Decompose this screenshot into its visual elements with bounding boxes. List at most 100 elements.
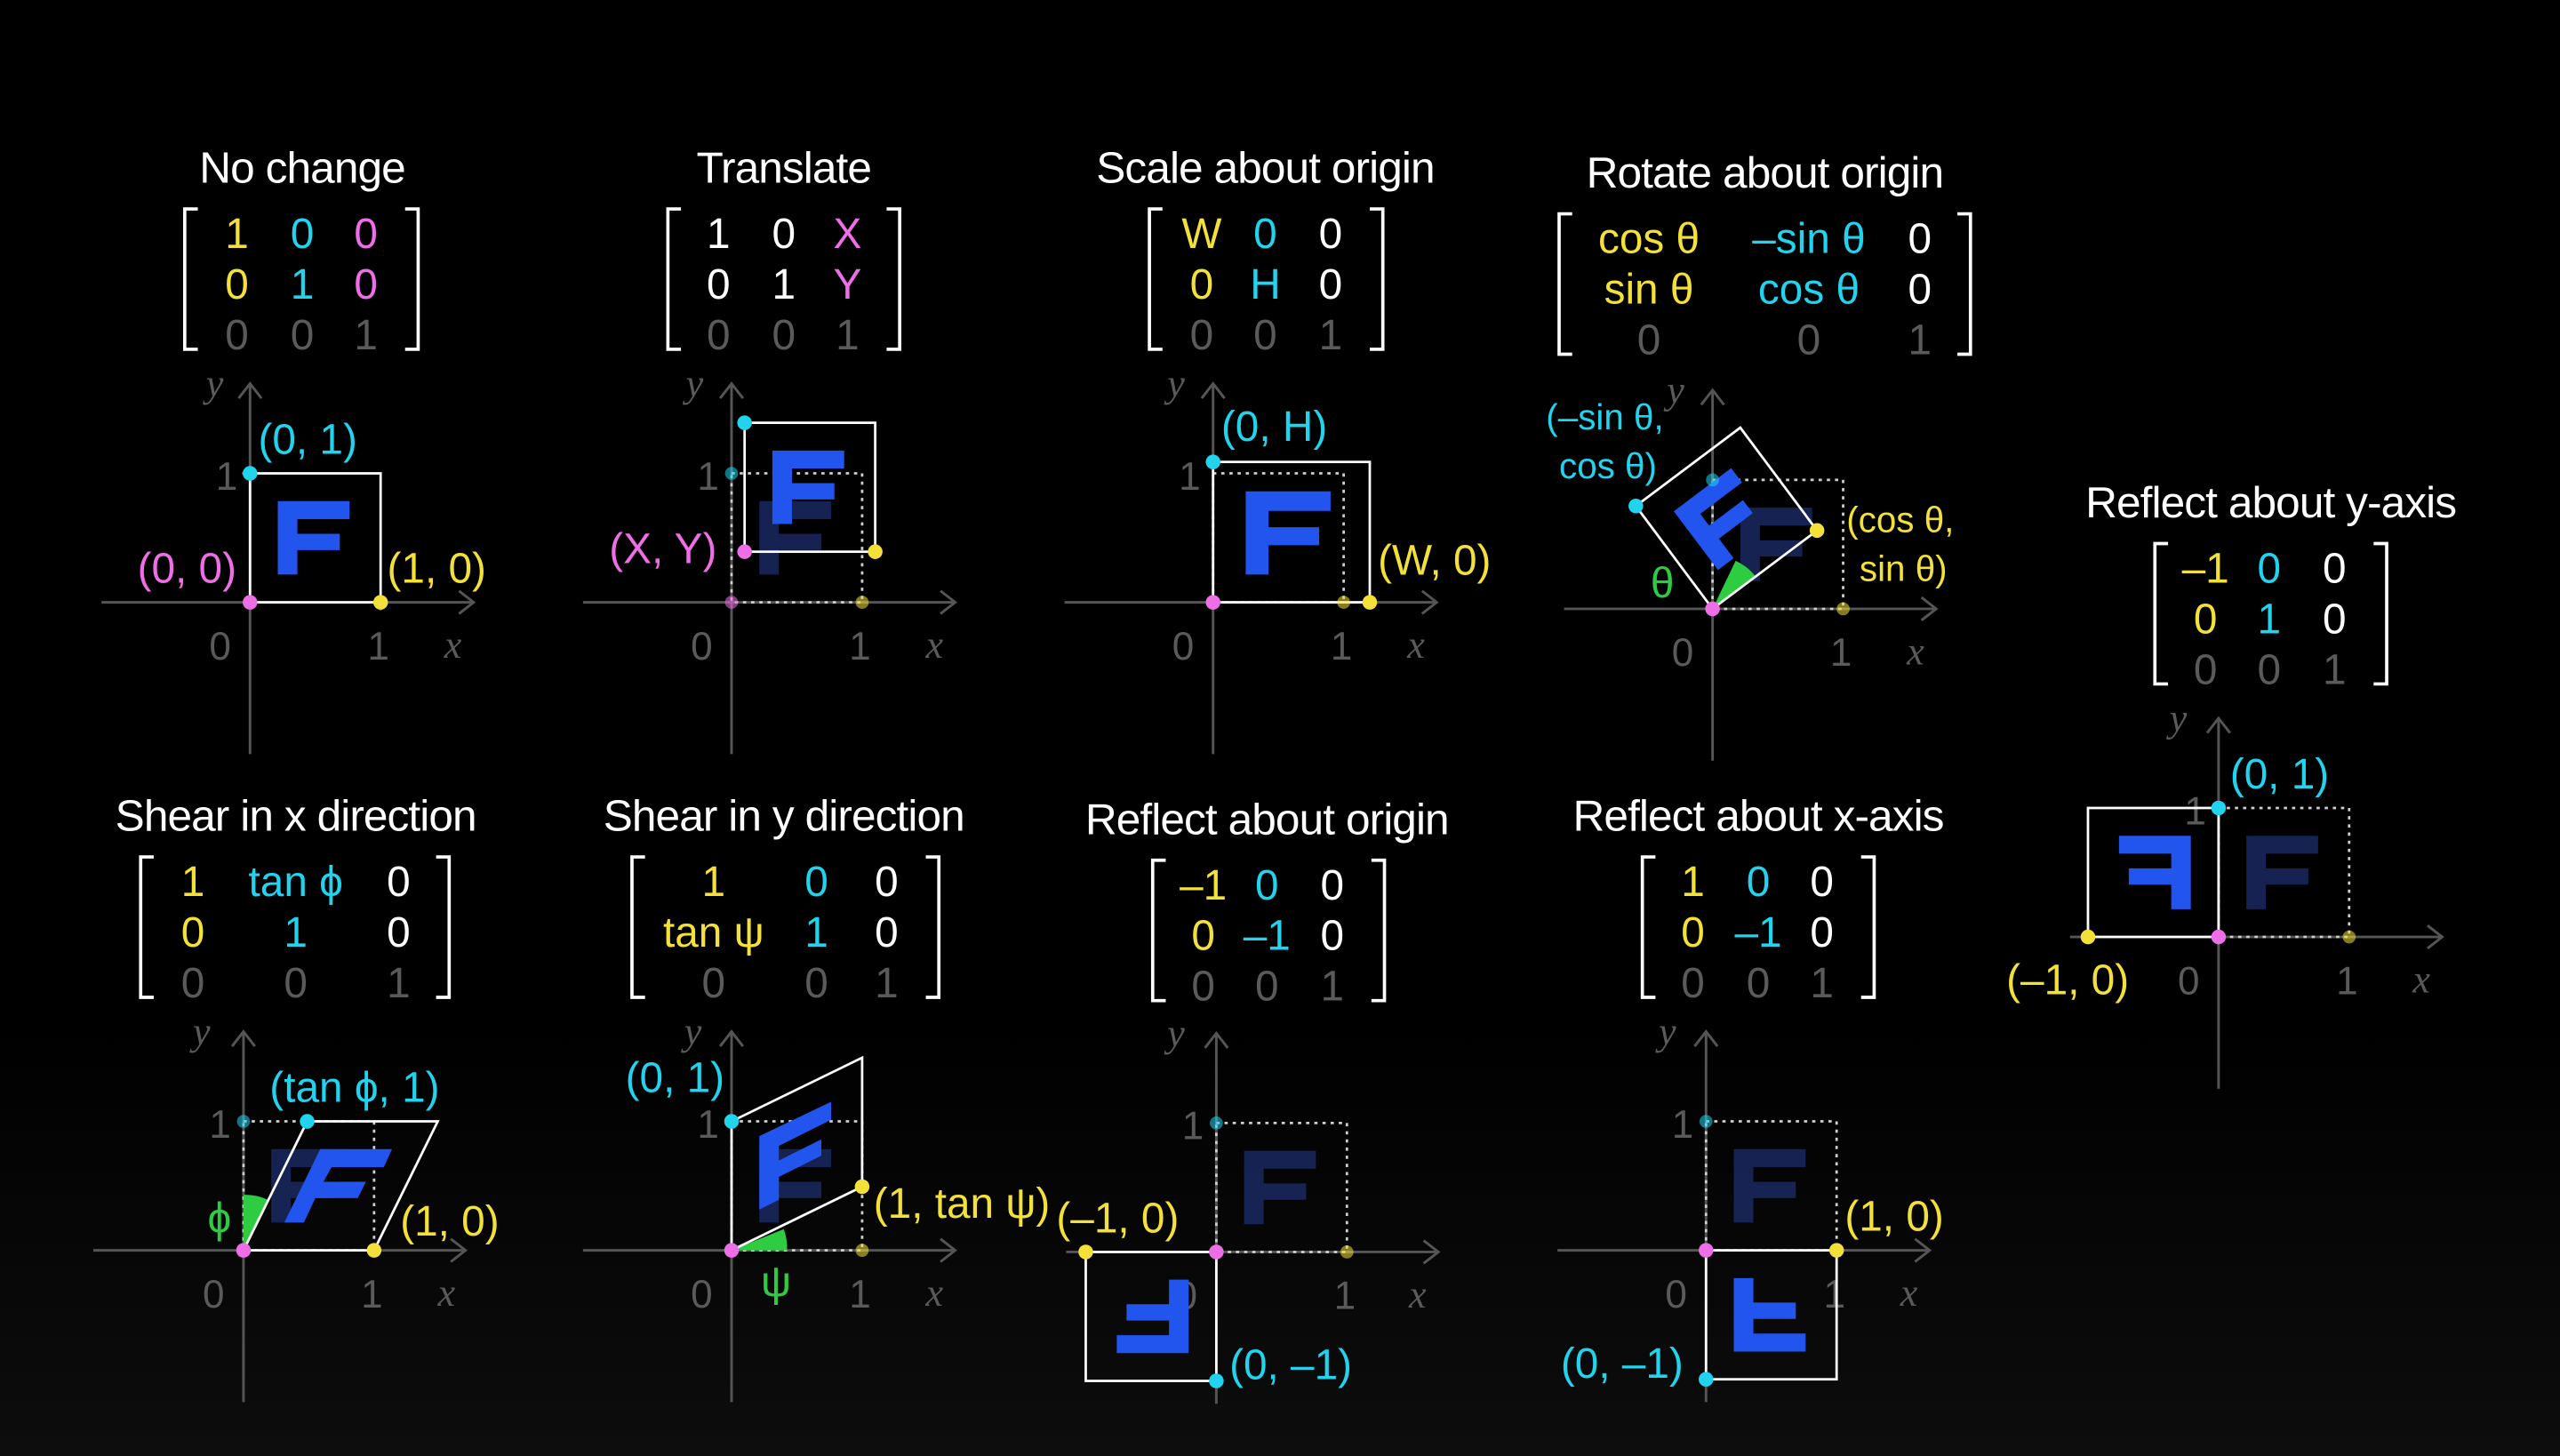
panel-scale: Scale about origin W 0 0 0 H 0 0 0 1 y x… [1064,143,1491,755]
letter-f-shape [1245,491,1331,575]
tick-label: 1 [849,625,871,668]
matrix-cell: 0 [2258,646,2282,693]
point-label: (tan ϕ, 1) [269,1065,439,1112]
point-marker [1828,1243,1844,1258]
x-axis-label: x [925,1271,944,1315]
panel-shear-x: Shear in x direction 1 tan ϕ 0 0 1 0 0 0… [92,791,500,1403]
panel-title: Shear in y direction [604,791,964,841]
point-marker [236,1243,252,1258]
y-axis-arrow [1204,1030,1229,1049]
x-axis-arrow [1920,596,1939,621]
tick-label: 1 [1182,1105,1204,1148]
shear-angle-wedge [731,1228,788,1251]
point-label: (0, 1) [2230,751,2329,798]
ghost-letter-f [1733,1148,1806,1223]
point-marker [1836,602,1850,616]
matrix-cell: –sin θ [1752,216,1865,263]
matrix-cell: tan ϕ [249,859,343,906]
matrix-bracket-left [1148,207,1163,351]
x-axis-arrow [1422,1239,1441,1265]
matrix-cell: Y [833,261,861,308]
transformed-square [743,421,876,554]
tick-label: 1 [1823,1273,1845,1316]
tick-label: 1 [367,625,389,668]
x-axis-arrow [458,589,476,615]
panel-shear-y: Shear in y direction 1 0 0 tan ψ 1 0 0 0… [582,791,1050,1403]
panel-title: Shear in x direction [116,791,476,841]
matrix-cell: cos θ [1598,216,1700,263]
point-marker [2211,800,2227,816]
tick-label: 1 [1331,625,1353,668]
matrix-cell: 1 [1319,312,1343,359]
matrix-cell: 1 [2258,596,2282,643]
tick-label: 0 [209,625,231,668]
tick-label: 1 [2336,959,2358,1003]
point-marker [236,1115,251,1128]
y-axis-arrow [1700,388,1725,406]
x-axis-arrow [1914,1237,1932,1263]
y-axis-label: y [1663,369,1684,412]
matrix-cell: 0 [181,909,205,956]
point-marker [1340,1245,1354,1259]
matrix-bracket-left [1557,212,1572,356]
point-marker [2211,929,2227,945]
matrix-cell: 0 [707,312,731,359]
y-axis-label: y [683,362,704,405]
matrix-cell: 0 [1190,312,1214,359]
point-marker [2080,929,2096,945]
point-marker [243,595,258,610]
tick-label: 1 [1672,1103,1694,1147]
panel-reflect-origin: Reflect about origin –1 0 0 0 –1 0 0 0 1… [1056,794,1450,1404]
tick-label: 1 [361,1273,383,1316]
y-axis-label: y [1164,362,1185,405]
x-axis-arrow [940,1237,957,1263]
x-axis-label: x [925,623,944,667]
panel-rotate: Rotate about origin cos θ –sin θ 0 sin θ… [1546,148,1972,761]
y-axis-arrow [2205,716,2231,734]
panel-title: Reflect about origin [1085,794,1449,844]
matrix-cell: 1 [387,960,411,1007]
point-label: (0, H) [1221,404,1327,451]
matrix-bracket-left [2153,541,2168,686]
matrix-cell: H [1250,261,1280,308]
letter-f-shape [1116,1279,1189,1354]
matrix-cell: 0 [1637,316,1661,364]
angle-label: ϕ [208,1195,232,1242]
point-marker [854,1179,870,1195]
transformed-square [1212,460,1372,604]
x-axis-label: x [1408,1273,1427,1316]
matrix-cell: 1 [1681,859,1705,906]
point-marker [1699,1243,1714,1258]
matrix-bracket-left [1150,858,1166,1003]
point-label: (0, 1) [626,1055,724,1102]
point-label: (0, 0) [138,546,236,593]
transformed-square [1084,1251,1218,1382]
point-marker [724,596,739,609]
point-marker [724,467,739,480]
transformed-parallelogram [730,1055,864,1252]
point-label: (–1, 0) [1056,1195,1179,1242]
matrix-cell: sin θ [1604,267,1694,314]
transformed-square [1704,1249,1838,1381]
matrix-bracket-left [139,855,154,999]
point-marker [1209,1373,1224,1388]
matrix-cell: 0 [1319,261,1343,308]
matrix-cell: 0 [225,312,249,359]
matrix-bracket-right [404,207,420,351]
matrix-cell: 1 [707,211,731,258]
matrix-cell: 0 [1908,267,1932,314]
panel-title: No change [199,143,405,193]
tick-label: 0 [1172,625,1195,668]
point-marker [366,1243,382,1258]
letter-f-shape [772,450,844,524]
matrix-cell: 0 [1797,316,1821,364]
point-label: (W, 0) [1378,537,1491,584]
panel-translate: Translate 1 0 X 0 1 Y 0 0 1 y x 1 0 1 (X… [582,143,957,755]
matrix-cell: 0 [702,960,726,1007]
tick-label: 1 [1334,1275,1356,1318]
matrix-cell: 0 [354,211,378,258]
tick-label: 1 [1830,631,1852,675]
matrix-bracket-left [666,207,682,351]
x-axis-label: x [436,1271,455,1315]
x-axis-label: x [1406,623,1425,667]
